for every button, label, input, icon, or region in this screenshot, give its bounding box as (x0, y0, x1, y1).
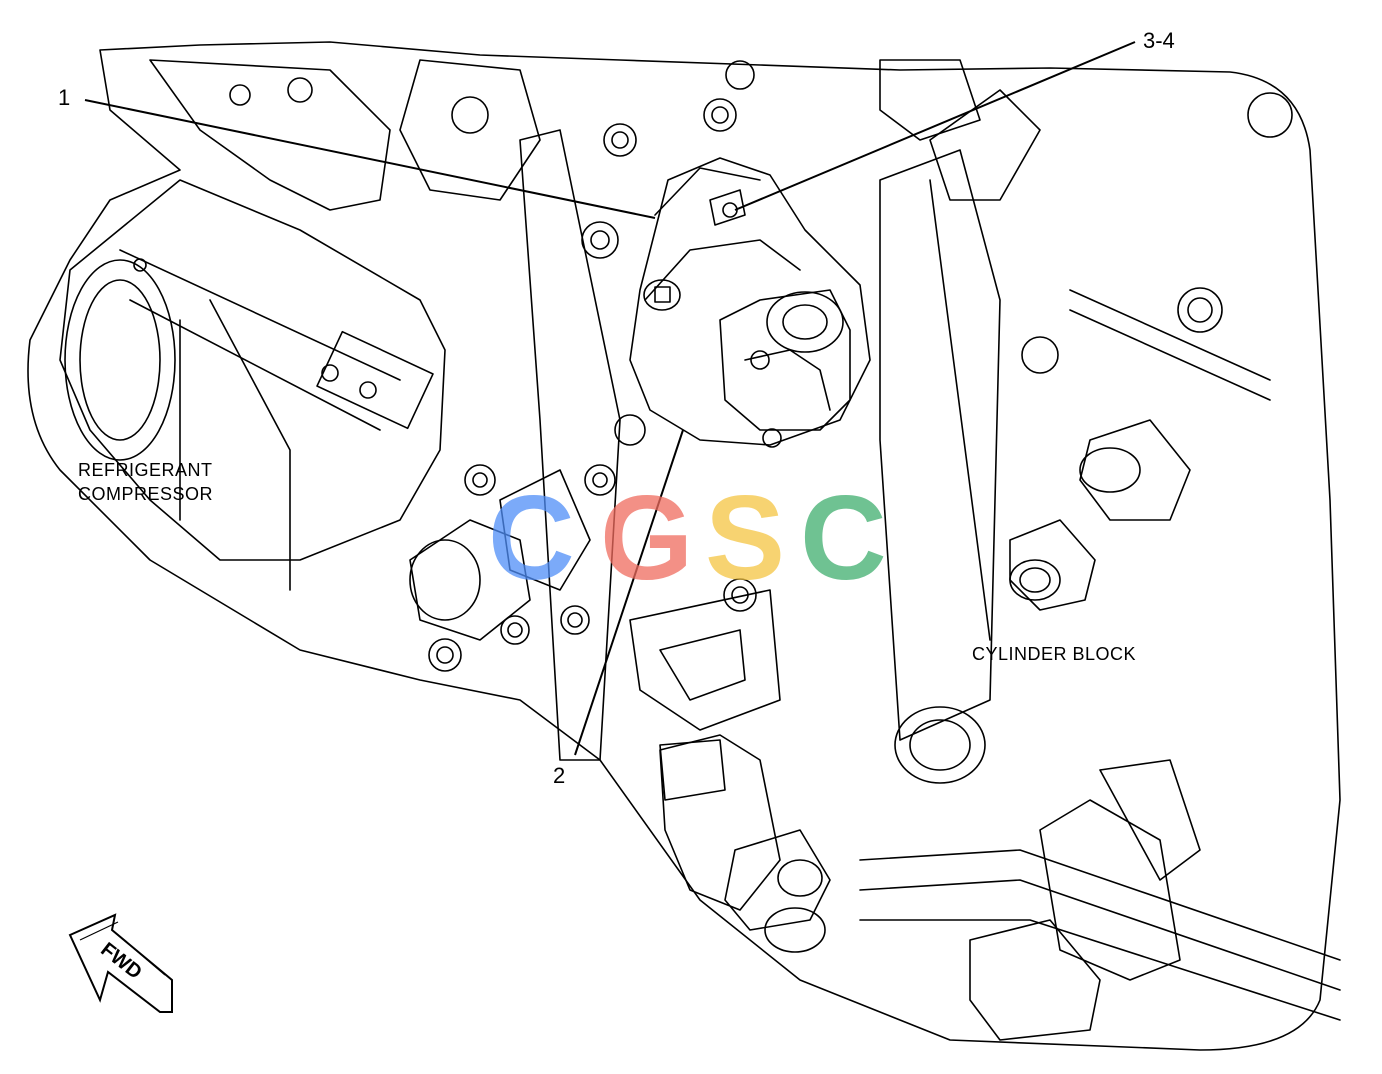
watermark-letter-s: S (705, 471, 786, 605)
compressor-body (59, 179, 446, 561)
sensor-bracket (629, 157, 871, 446)
leader-1 (84, 99, 656, 219)
label-compressor: COMPRESSOR (78, 484, 214, 504)
engine-outline (27, 41, 1341, 1051)
callout-3-4: 3-4 (1143, 28, 1175, 53)
watermark-letter-c1: C (488, 471, 575, 605)
fwd-arrow-icon (68, 913, 173, 1013)
watermark-letter-g: G (600, 471, 694, 605)
label-refrigerant: REFRIGERANT (78, 460, 213, 480)
leader-2 (574, 429, 684, 756)
label-cylinder-block: CYLINDER BLOCK (972, 644, 1137, 664)
leader-34 (734, 41, 1136, 211)
callout-2: 2 (553, 763, 566, 788)
watermark-letter-c2: C (800, 471, 887, 605)
callout-1: 1 (58, 85, 71, 110)
